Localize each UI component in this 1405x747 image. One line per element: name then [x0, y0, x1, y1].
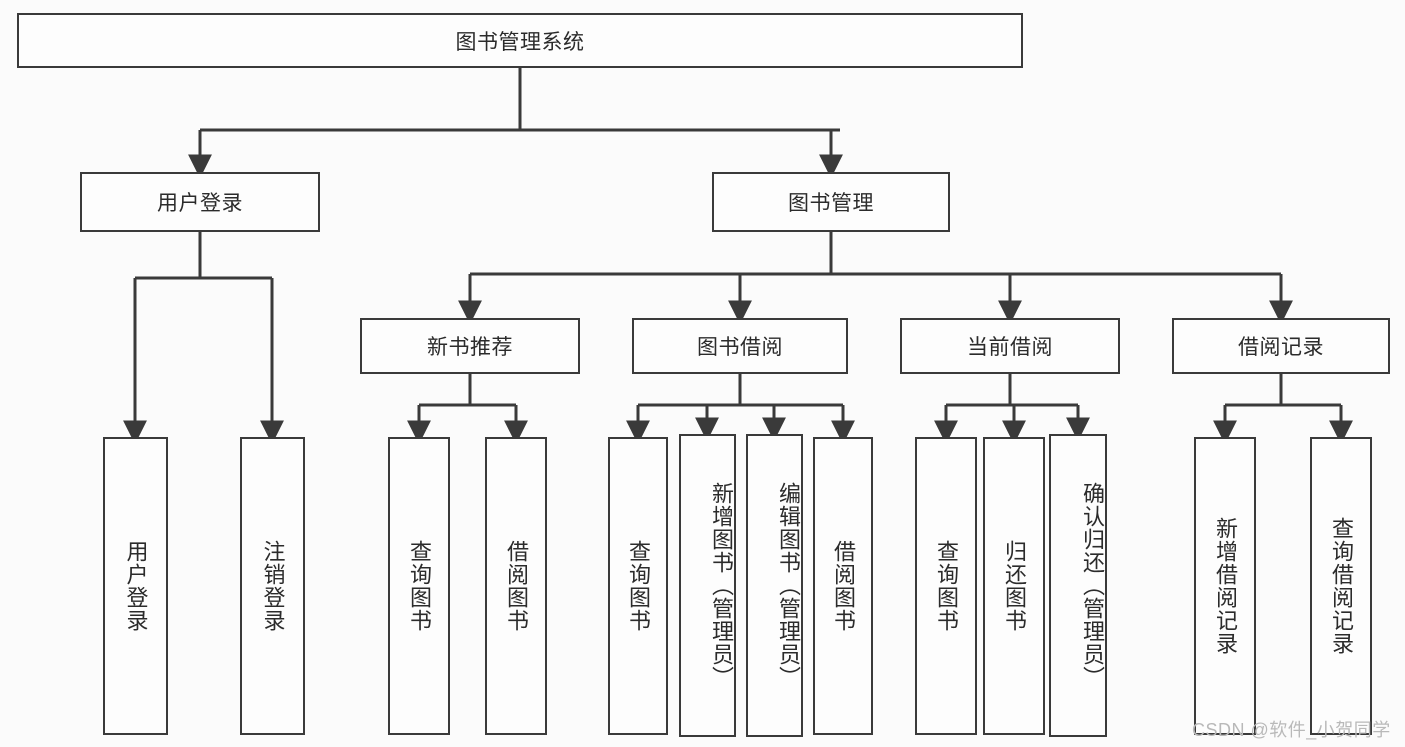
node-label: 注销登录: [260, 540, 286, 632]
node-root[interactable]: 图书管理系统: [17, 13, 1023, 68]
node-user-login[interactable]: 用户登录: [80, 172, 320, 232]
leaf-confirm-return-admin[interactable]: 确认归还（管理员）: [1049, 434, 1107, 737]
node-label: 新增图书（管理员）: [709, 482, 734, 689]
leaf-add-book-admin[interactable]: 新增图书（管理员）: [679, 434, 736, 737]
leaf-borrow-book-recommend[interactable]: 借阅图书: [485, 437, 547, 735]
node-label: 查询图书: [625, 540, 651, 632]
node-new-book-recommend[interactable]: 新书推荐: [360, 318, 580, 374]
node-label: 图书借阅: [697, 336, 783, 359]
leaf-borrow-book[interactable]: 借阅图书: [813, 437, 873, 735]
node-label: 图书管理系统: [455, 30, 585, 54]
leaf-logout[interactable]: 注销登录: [240, 437, 305, 735]
node-label: 借阅记录: [1238, 336, 1324, 359]
node-borrow-record[interactable]: 借阅记录: [1172, 318, 1390, 374]
leaf-query-borrow-record[interactable]: 查询借阅记录: [1310, 437, 1372, 735]
leaf-return-book[interactable]: 归还图书: [983, 437, 1045, 735]
leaf-user-login[interactable]: 用户登录: [103, 437, 168, 735]
node-label: 归还图书: [1001, 540, 1027, 632]
node-current-borrow[interactable]: 当前借阅: [900, 318, 1120, 374]
node-label: 用户登录: [157, 192, 243, 215]
node-label: 当前借阅: [967, 336, 1053, 359]
node-label: 借阅图书: [830, 540, 856, 632]
leaf-query-book-current[interactable]: 查询图书: [915, 437, 977, 735]
node-book-borrow[interactable]: 图书借阅: [632, 318, 848, 374]
leaf-query-book-recommend[interactable]: 查询图书: [388, 437, 450, 735]
node-label: 新增借阅记录: [1212, 517, 1238, 655]
watermark: CSDN @软件_小贺同学: [1192, 720, 1391, 740]
node-label: 借阅图书: [503, 540, 529, 632]
node-book-management[interactable]: 图书管理: [712, 172, 950, 232]
node-label: 查询图书: [406, 540, 432, 632]
node-label: 查询借阅记录: [1328, 517, 1354, 655]
leaf-edit-book-admin[interactable]: 编辑图书（管理员）: [746, 434, 803, 737]
node-label: 确认归还（管理员）: [1080, 482, 1105, 689]
node-label: 新书推荐: [427, 336, 513, 359]
node-label: 编辑图书（管理员）: [776, 482, 801, 689]
leaf-query-book-borrow[interactable]: 查询图书: [608, 437, 668, 735]
leaf-add-borrow-record[interactable]: 新增借阅记录: [1194, 437, 1256, 735]
node-label: 查询图书: [933, 540, 959, 632]
node-label: 用户登录: [123, 540, 149, 632]
node-label: 图书管理: [788, 192, 874, 215]
